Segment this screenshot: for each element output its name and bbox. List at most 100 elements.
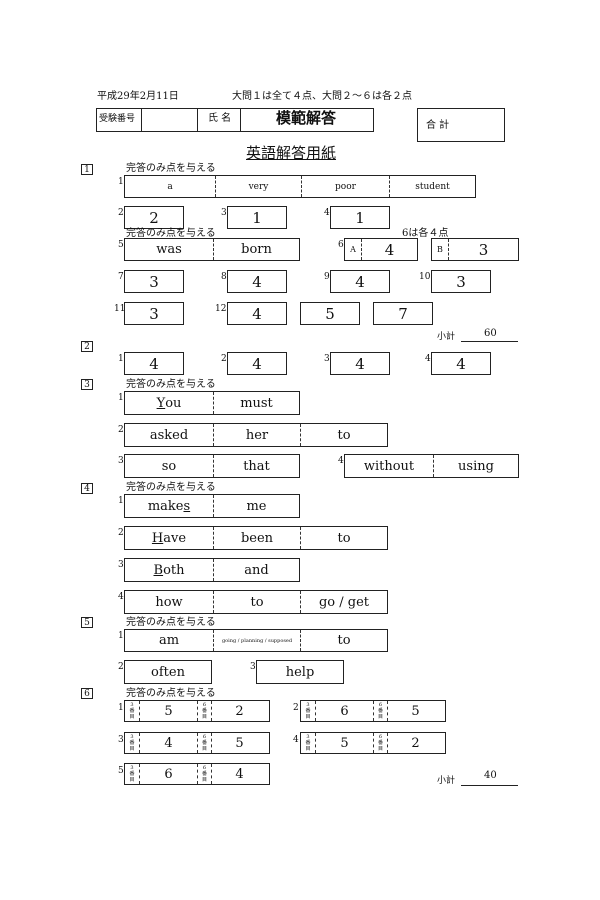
- item-number: 3: [324, 354, 330, 364]
- model-answer-label: 模範解答: [276, 109, 337, 127]
- item-number: 2: [118, 528, 124, 538]
- subtotal-label: 小計: [437, 776, 456, 786]
- answer-cell: using: [433, 455, 518, 477]
- complete-answer-note: 完答のみ点を与える: [126, 379, 216, 390]
- complete-answer-note: 完答のみ点を与える: [126, 688, 216, 699]
- answer-row-1-5: was born: [124, 238, 300, 261]
- answer-box-1-7: 3: [124, 270, 184, 293]
- answer-cell: her: [213, 424, 300, 446]
- q6-points-note: 6は各４点: [402, 228, 449, 239]
- item-number: 9: [324, 272, 330, 282]
- answer-cell: A: [350, 245, 356, 254]
- answer-cell: 5: [139, 701, 197, 721]
- item-number: 7: [118, 272, 124, 282]
- answer-box-1-6a: A 4: [344, 238, 418, 261]
- answer-box-2-4: 4: [431, 352, 491, 375]
- answer-box-1-4: 1: [330, 206, 390, 229]
- answer-cell: am: [158, 633, 180, 648]
- answer-cell: was: [156, 242, 182, 257]
- section-number: 2: [81, 341, 93, 352]
- answer-cell: 4: [252, 354, 262, 373]
- answer-cell: asked: [149, 427, 189, 443]
- answer-box-1-2: 2: [124, 206, 184, 229]
- answer-cell: 3: [448, 239, 518, 260]
- answer-cell: 5: [387, 701, 443, 721]
- item-number: 10: [419, 272, 431, 282]
- answer-box-1-10: 3: [431, 270, 491, 293]
- answer-cell: 6: [139, 764, 197, 784]
- answer-cell: go / get: [300, 591, 387, 613]
- item-number: 1: [118, 354, 124, 364]
- answer-cell: going / planning / supposed: [213, 630, 300, 651]
- answer-row-3-3: so that: [124, 454, 300, 478]
- answer-cell: 5: [325, 304, 335, 323]
- total-label: 合 計: [426, 120, 450, 131]
- subtotal-value: 60: [484, 328, 497, 339]
- answer-box-1-12c: 7: [373, 302, 433, 325]
- answer-cell: and: [213, 559, 299, 581]
- exam-date: 平成29年2月11日: [97, 91, 179, 102]
- answer-cell: without: [363, 458, 415, 474]
- item-number: 4: [338, 456, 344, 466]
- section-number: 5: [81, 617, 93, 628]
- name-label: 氏 名: [208, 113, 232, 124]
- answer-cell: 4: [456, 354, 466, 373]
- item-number: 12: [215, 304, 227, 314]
- answer-cell: 4: [355, 272, 365, 291]
- item-number: 3: [221, 208, 227, 218]
- complete-answer-note: 完答のみ点を与える: [126, 228, 216, 239]
- item-number: 1: [118, 393, 124, 403]
- item-number: 4: [118, 592, 124, 602]
- answer-box-5-2: often: [124, 660, 212, 684]
- answer-box-2-3: 4: [330, 352, 390, 375]
- answer-box-1-11: 3: [124, 302, 184, 325]
- answer-cell: 4: [139, 733, 197, 753]
- answer-row-5-1: am going / planning / supposed to: [124, 629, 388, 652]
- answer-cell: 1: [252, 208, 262, 227]
- item-number: 3: [118, 560, 124, 570]
- answer-cell: so: [161, 458, 177, 474]
- sheet-title: 英語解答用紙: [246, 144, 337, 162]
- item-number: 2: [221, 354, 227, 364]
- answer-row-1-1: a very poor student: [124, 175, 476, 198]
- answer-cell: how: [155, 594, 183, 610]
- answer-cell: 4: [252, 272, 262, 291]
- item-number: 1: [118, 631, 124, 641]
- answer-box-2-1: 4: [124, 352, 184, 375]
- answer-cell: 3: [456, 272, 466, 291]
- answer-cell: 4: [355, 354, 365, 373]
- answer-box-1-9: 4: [330, 270, 390, 293]
- answer-cell: that: [213, 455, 299, 477]
- exam-number-label: 受験番号: [99, 114, 136, 124]
- answer-box-2-2: 4: [227, 352, 287, 375]
- item-number: 1: [118, 496, 124, 506]
- subtotal-label: 小計: [437, 332, 456, 342]
- answer-cell: student: [389, 176, 475, 197]
- complete-answer-note: 完答のみ点を与える: [126, 482, 216, 493]
- answer-box-1-3: 1: [227, 206, 287, 229]
- answer-cell: very: [215, 176, 301, 197]
- section-number: 3: [81, 379, 93, 390]
- answer-cell: 2: [149, 208, 159, 227]
- answer-cell: help: [285, 664, 315, 680]
- answer-cell: 2: [387, 733, 443, 753]
- answer-cell: a: [167, 181, 173, 192]
- section-number: 1: [81, 164, 93, 175]
- header-info-box: [96, 108, 374, 132]
